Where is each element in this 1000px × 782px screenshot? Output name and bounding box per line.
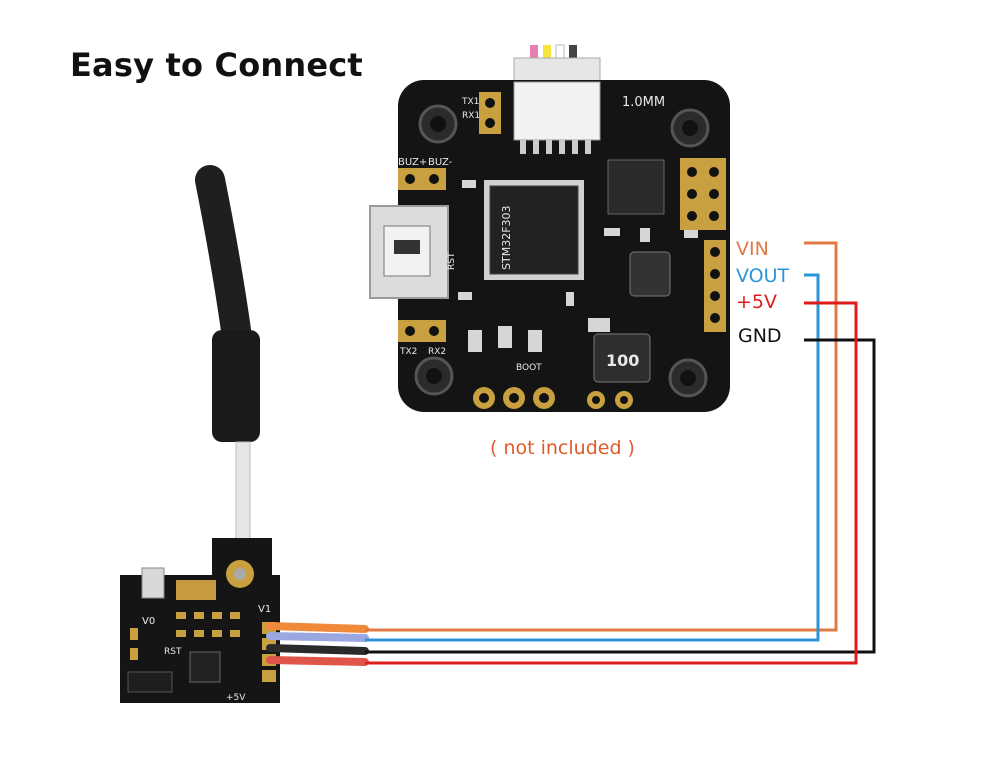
vtx-pad-v0: V0 (142, 616, 155, 627)
wire-5v (266, 301, 858, 666)
vtx-pad-rst: RST (164, 647, 182, 657)
wire-vout (266, 273, 820, 642)
diagram-title: Easy to Connect (70, 46, 363, 84)
pin-label-rst: RST (447, 252, 457, 270)
pin-label-tx1: TX1 (461, 97, 479, 107)
antenna-heatshrink (212, 330, 260, 442)
inductor-main (593, 333, 651, 383)
pin-label-tx2: TX2 (399, 347, 417, 357)
vtx-crystal (176, 580, 216, 600)
antenna (195, 165, 260, 553)
gyro-chip (607, 159, 665, 215)
pin-label-buz-minus: BUZ- (428, 157, 453, 168)
bottom-pads (473, 387, 633, 409)
pin-label-buz-plus: BUZ+ (398, 157, 427, 168)
not-included-note: ( not included ) (490, 437, 635, 459)
flight-controller-board: 1.0MM RX1 TX1 BUZ+ BUZ- STM32F303 (369, 44, 730, 412)
connector-wire-pink (530, 45, 538, 63)
connector-wire-yellow (543, 45, 551, 63)
wire-vin (266, 241, 838, 633)
wire-label-vout: VOUT (736, 265, 790, 287)
wire-label-5v: +5V (736, 291, 778, 313)
vtx-button (141, 567, 165, 599)
pin-header-right (680, 158, 726, 332)
mcu-marking: STM32F303 (500, 205, 513, 270)
wire-label-gnd: GND (738, 325, 782, 347)
jst-connector-plug (513, 57, 601, 83)
vtx-chip (189, 651, 221, 683)
pin-label-rx1: RX1 (462, 111, 480, 121)
inductor-marking: 100 (606, 351, 639, 370)
connector-wire-black (569, 45, 577, 63)
vtx-board: V1 V0 RST +5V (120, 538, 280, 703)
mounting-holes (414, 104, 710, 398)
wire-label-vin: VIN (736, 238, 769, 260)
inductor-top (629, 251, 671, 297)
antenna-coax (235, 441, 251, 553)
wire-gnd (266, 338, 876, 655)
pin-label-boot: BOOT (516, 363, 542, 373)
mcu-chip (489, 185, 579, 275)
pin-label-rx2: RX2 (428, 347, 446, 357)
vtx-pad-v1: V1 (258, 604, 271, 615)
jst-socket (513, 81, 601, 141)
connector-size-label: 1.0MM (622, 95, 665, 110)
vtx-pad-5v: +5V (226, 693, 246, 703)
